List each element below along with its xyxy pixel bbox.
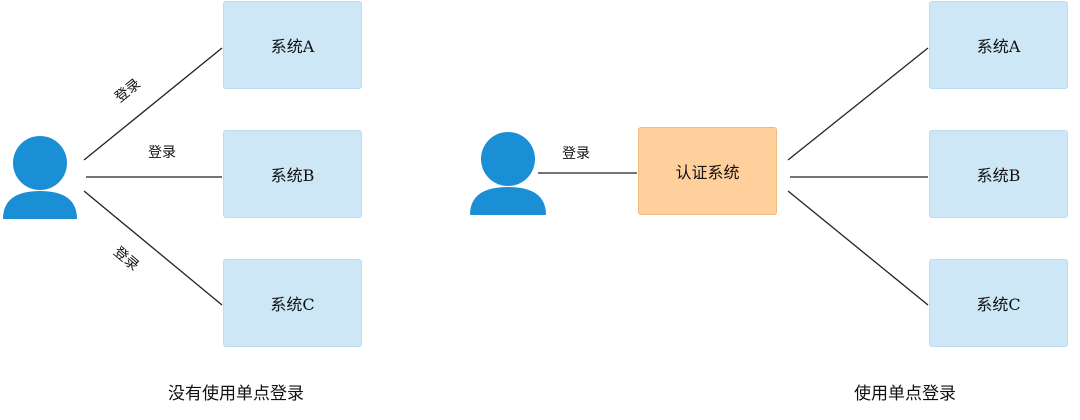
auth-system-box: 认证系统: [638, 127, 777, 215]
user-icon-right: [470, 132, 546, 215]
user-icon-left: [3, 136, 77, 219]
caption-without-sso: 没有使用单点登录: [168, 384, 304, 404]
right-system-c: 系统C: [929, 259, 1068, 347]
edge-label-user-auth: 登录: [562, 146, 590, 162]
caption-with-sso: 使用单点登录: [854, 384, 956, 404]
edge-label-login-b: 登录: [148, 145, 176, 161]
connector-left-a: [83, 47, 223, 161]
connector-auth-a: [787, 47, 929, 161]
connector-auth-c: [787, 190, 929, 306]
right-system-b: 系统B: [929, 130, 1068, 218]
left-system-c: 系统C: [223, 259, 362, 347]
left-system-b: 系统B: [223, 130, 362, 218]
left-system-a: 系统A: [223, 1, 362, 89]
connector-left-c: [83, 190, 223, 306]
right-system-a: 系统A: [929, 1, 1068, 89]
